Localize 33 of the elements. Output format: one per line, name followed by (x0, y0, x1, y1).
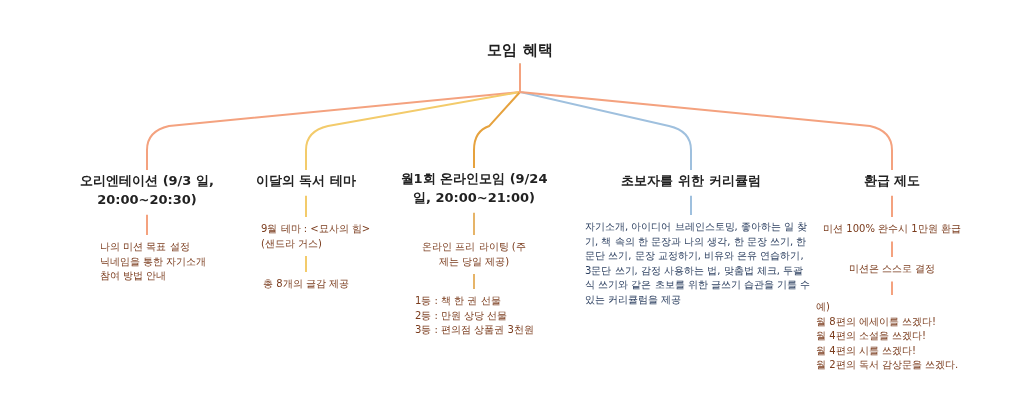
connector-line (891, 240, 893, 258)
list-line: 3등 : 편의점 상품권 3천원 (415, 323, 535, 337)
branch-heading: 환급 제도 (832, 172, 952, 191)
list-line: 예) (816, 300, 831, 314)
connector-line (891, 194, 893, 218)
branch-item-text: 미션 100% 완수시 1만원 환급 (812, 222, 972, 237)
list-line: 닉네임을 통한 자기소개 (100, 254, 208, 269)
list-line: 월 4편의 시를 쓰겠다! (816, 343, 917, 358)
connector-line (305, 194, 307, 218)
list-line: 월 4편의 소설을 쓰겠다! (816, 329, 927, 343)
branch-heading: 이달의 독서 테마 (231, 172, 381, 191)
branch-item-text: 미션은 스스로 결정 (832, 262, 952, 277)
list-line: 1등 : 책 한 권 선물 (415, 294, 502, 308)
branch-item-text: 총 8개의 글감 제공 (246, 277, 366, 292)
list-line: 참여 방법 안내 (100, 269, 168, 283)
list-line: 2등 : 만원 상당 선물 (415, 308, 509, 323)
connector-line (305, 255, 307, 273)
branch-heading: 오리엔테이션 (9/3 일, 20:00~20:30) (72, 172, 222, 210)
connector-line (473, 273, 475, 290)
branch-item-text: 온라인 프리 라이팅 (주제는 당일 제공) (422, 240, 526, 269)
list-line: 월 2편의 독서 감상문을 쓰겠다. (816, 358, 960, 372)
list-line: 월 8편의 에세이를 쓰겠다! (816, 314, 937, 329)
connector-line (690, 194, 692, 216)
branch-heading: 초보자를 위한 커리큘럼 (581, 172, 801, 191)
list-line: 나의 미션 목표 설정 (100, 240, 191, 254)
branch-item-text: 9월 테마 : <묘사의 힘> (샌드라 거스) (261, 222, 383, 251)
connector-line (473, 211, 475, 236)
title: 모임 혜택 (450, 40, 590, 62)
connector-line (519, 62, 893, 171)
curriculum-text: 자기소개, 아이디어 브레인스토밍, 좋아하는 일 찾기, 책 속의 한 문장과 나의 생각, 한 문장 쓰기, 한 문단 쓰기, 문장 교정하기, 비유와 은유 연습하기, 3문단 쓰기, 감정 사용하는 법, 맞춤법 체크, 두괄식 쓰기와 같은 초보를 위한 글쓰기 습관을 기를 수 있는 커리큘럼을 제공 (585, 220, 811, 307)
branch-heading: 월1회 온라인모임 (9/24 일, 20:00~21:00) (391, 170, 557, 208)
connector-line (891, 280, 893, 296)
connector-line (146, 213, 148, 236)
